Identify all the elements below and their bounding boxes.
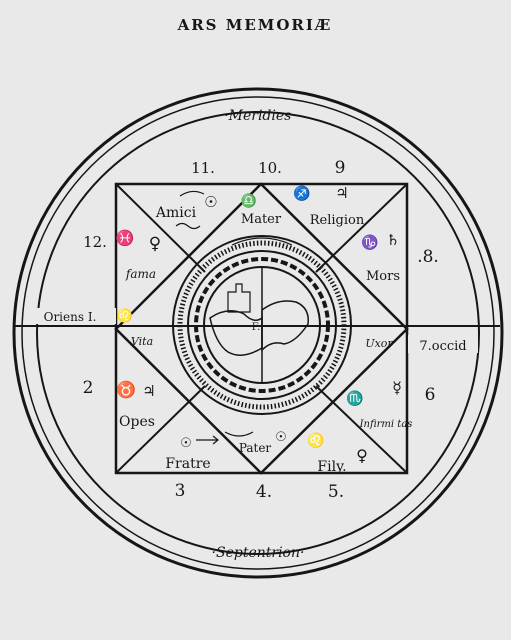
label-fratre: Fratre <box>165 456 210 472</box>
sagittarius-symbol: ♐ <box>293 185 310 202</box>
house-number-10: 10. <box>258 159 282 177</box>
direction-septentrion: ·Septentrion· <box>212 545 305 561</box>
house-number-2: 2 <box>83 378 94 398</box>
page-title: ARS MEMORIÆ <box>177 16 333 34</box>
house-number-6: 6 <box>425 385 436 405</box>
outer-ring-1 <box>12 87 504 579</box>
label-fama: fama <box>125 267 156 281</box>
leo-symbol-2: ♌ <box>307 432 324 449</box>
sun-symbol-2: ☉ <box>180 436 192 451</box>
direction-oriens: Oriens I. <box>44 310 97 324</box>
direction-meridies: ·Meridies· <box>224 108 296 124</box>
venus-symbol: ♀ <box>149 234 161 254</box>
libra-symbol: ♎ <box>241 193 257 209</box>
outer-rings <box>12 87 504 579</box>
diagonal-se <box>315 385 408 474</box>
swag-icon <box>224 431 254 437</box>
house-number-9: 9 <box>335 158 346 178</box>
house-number-3: 3 <box>175 481 186 501</box>
house-number-4: 4. <box>256 482 272 502</box>
globe-city <box>227 283 251 313</box>
ornaments <box>175 190 293 445</box>
diagonal-sw <box>115 385 206 474</box>
comet-tail-icon <box>179 190 205 197</box>
label-uxor: Uxor <box>365 337 393 350</box>
label-mors: Mors <box>366 269 400 284</box>
saturn-symbol: ♄ <box>386 231 399 249</box>
inner-diamond <box>114 182 409 475</box>
outer-ring-3 <box>36 111 480 555</box>
arrow-icon <box>196 435 219 445</box>
taurus-symbol: ♉ <box>116 380 136 399</box>
diagonal-lines <box>115 183 408 474</box>
globe-land-east <box>261 300 309 352</box>
oriens-backdrop <box>24 308 116 324</box>
globe-water-ring <box>194 257 330 393</box>
globe-ring-outer <box>172 235 352 415</box>
sun-symbol-3: ☉ <box>275 430 287 445</box>
cloud-swag-icon <box>231 237 293 246</box>
globe-ring-hatched <box>177 240 347 410</box>
mercury-symbol: ☿ <box>392 378 402 397</box>
label-mater: Mater <box>241 212 282 227</box>
diagonal-nw <box>115 183 206 273</box>
diagonal-ne <box>315 183 408 273</box>
direction-occid: 7.occid <box>419 339 466 354</box>
aquarius-wave-icon <box>175 222 201 230</box>
outer-ring-2 <box>21 96 495 570</box>
house-number-11: 11. <box>191 159 215 177</box>
house-number-12: 12. <box>83 233 107 251</box>
jupiter-symbol-2: ♃ <box>142 382 155 400</box>
label-opes: Opes <box>119 414 155 430</box>
occid-backdrop <box>408 335 478 353</box>
globe-ring-mid <box>187 250 337 400</box>
house-number-8: .8. <box>417 247 439 267</box>
label-amici: Amici <box>155 205 197 221</box>
label-infirmitas: Infirmi tas <box>359 419 413 430</box>
center-globe <box>172 235 352 415</box>
scorpio-symbol: ♏ <box>346 390 363 407</box>
label-pater: Pater <box>239 441 272 455</box>
globe-letter: F. <box>252 322 261 333</box>
pisces-symbol: ♓ <box>116 229 135 247</box>
globe-land-west <box>209 310 263 356</box>
label-fily: Fily. <box>317 459 346 475</box>
house-number-5: 5. <box>328 482 344 502</box>
jupiter-symbol: ♃ <box>335 184 348 202</box>
label-religion: Religion <box>310 213 365 228</box>
label-vita: Vita <box>131 335 153 348</box>
sun-symbol: ☉ <box>204 193 217 211</box>
venus-symbol-2: ♀ <box>356 446 368 465</box>
capricorn-symbol: ♑ <box>361 234 378 251</box>
leo-symbol: ♌ <box>117 308 133 324</box>
